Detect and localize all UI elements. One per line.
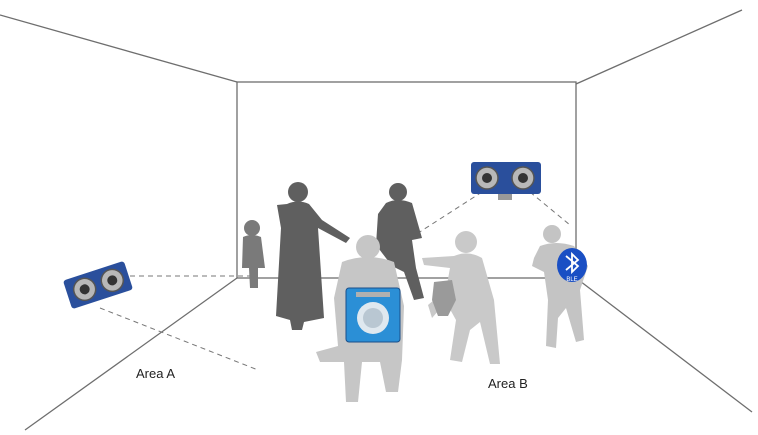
person-child-silhouette (242, 220, 265, 288)
pir-motion-sensor-icon (345, 287, 401, 343)
person-woman-silhouette (276, 182, 350, 330)
person-man-silhouette (376, 183, 424, 300)
ultrasonic-sensor-icon (471, 162, 541, 200)
room-walls (0, 9, 753, 431)
bluetooth-icon (557, 248, 587, 282)
person-phone-silhouette (532, 225, 588, 348)
ultrasonic-sensor-icon (63, 261, 133, 309)
ble-badge-label: BLE (566, 277, 577, 283)
area-a-label: Area A (136, 366, 176, 381)
area-b-label: Area B (488, 376, 528, 391)
person-seated-silhouette (432, 280, 456, 316)
sensor-range-lines (99, 191, 571, 371)
person-walking-silhouette (422, 231, 500, 364)
